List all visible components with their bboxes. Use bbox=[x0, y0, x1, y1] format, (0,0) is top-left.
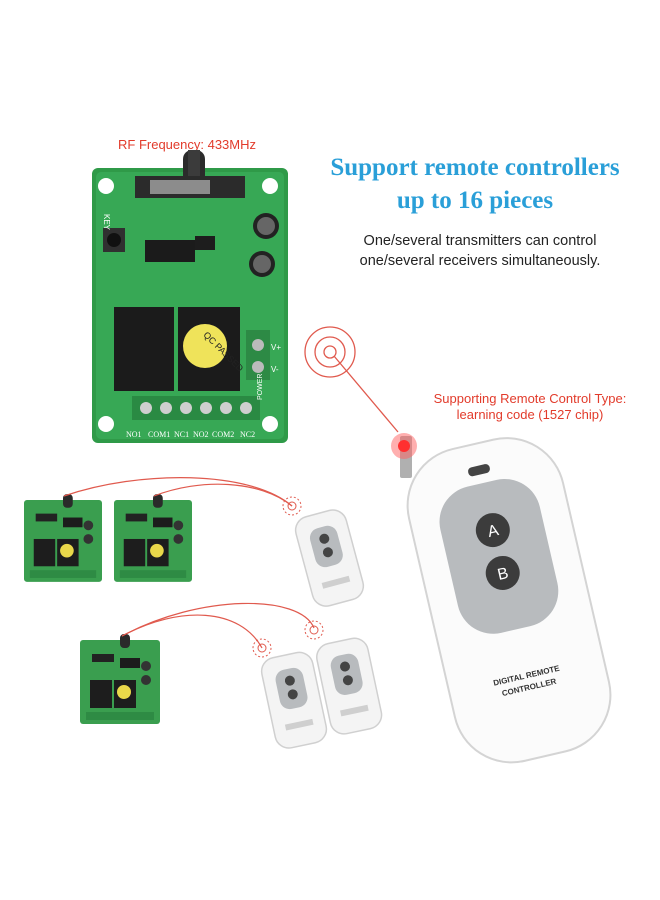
mini-board-2 bbox=[114, 494, 192, 582]
terminal-com1: COM1 bbox=[148, 430, 170, 439]
headline-line-1: Support remote controllers bbox=[330, 154, 620, 181]
remote-button-b: B bbox=[496, 565, 510, 584]
description-line-1: One/several transmitters can control bbox=[363, 233, 597, 249]
signal-ring-main bbox=[304, 326, 399, 433]
description-line-2: one/several receivers simultaneously. bbox=[359, 253, 601, 269]
terminal-com2: COM2 bbox=[212, 430, 234, 439]
terminal-no1: NO1 bbox=[126, 430, 142, 439]
remote-large: A B DIGITAL REMOTE CONTROLLER bbox=[391, 433, 612, 764]
receiver-board-main: QC PASSED V+ V- NO1 COM1 NC1 NO2 COM2 NC… bbox=[92, 150, 288, 443]
mini-remote-1 bbox=[291, 506, 368, 610]
vplus-label: V+ bbox=[271, 343, 281, 352]
remote-button-a: A bbox=[486, 522, 501, 541]
mini-board-1 bbox=[24, 494, 102, 582]
vminus-label: V- bbox=[271, 365, 279, 374]
power-label: POWER bbox=[257, 374, 264, 400]
remote-type-label: Supporting Remote Control Type: bbox=[433, 391, 627, 406]
terminal-no2: NO2 bbox=[193, 430, 209, 439]
rf-frequency-label: RF Frequency: 433MHz bbox=[118, 137, 256, 152]
mini-board-3 bbox=[80, 634, 160, 724]
terminal-nc1: NC1 bbox=[174, 430, 189, 439]
remote-type-value: learning code (1527 chip) bbox=[456, 407, 604, 422]
terminal-nc2: NC2 bbox=[240, 430, 255, 439]
headline-line-2: up to 16 pieces bbox=[396, 187, 554, 214]
key-label: KEY bbox=[102, 214, 111, 231]
